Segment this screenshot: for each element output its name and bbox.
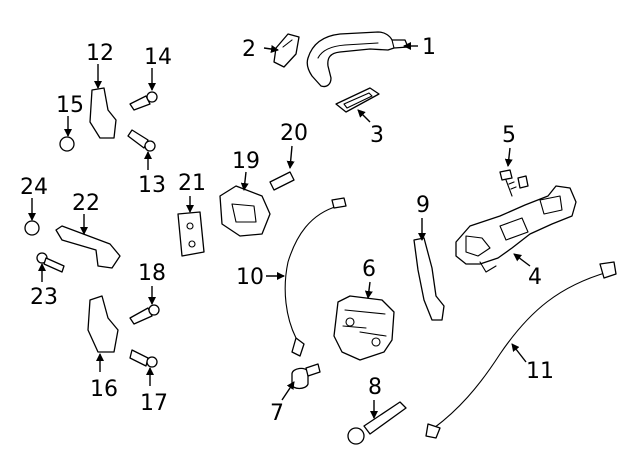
callout-17: 17	[140, 391, 168, 416]
callout-12: 12	[86, 41, 114, 66]
bolt-part-18	[129, 304, 160, 325]
callout-23: 23	[30, 285, 58, 310]
callout-9: 9	[416, 193, 430, 218]
callout-21: 21	[178, 171, 206, 196]
bolt-part-13	[127, 129, 156, 152]
door-latch-part	[333, 295, 395, 361]
hinge-part-12	[89, 87, 117, 139]
handle-gasket-part	[335, 87, 380, 113]
callout-4: 4	[528, 265, 542, 290]
hinge-part-19	[219, 185, 271, 237]
bolt-part-14	[129, 91, 158, 111]
callout-8: 8	[368, 375, 382, 400]
handle-cap-part	[273, 33, 300, 68]
callout-10: 10	[236, 265, 264, 290]
callout-5: 5	[502, 123, 516, 148]
striker-part	[291, 363, 321, 390]
callout-6: 6	[362, 257, 376, 282]
screw-part-20	[269, 171, 295, 191]
callout-14: 14	[144, 45, 172, 70]
outside-handle-part	[306, 31, 409, 88]
callout-19: 19	[232, 149, 260, 174]
callout-labels: 1 2 3 4 5 6 7 8 9 10 11 12 13 14 15 16 1…	[20, 35, 554, 426]
callout-15: 15	[56, 93, 84, 118]
cable-part-11	[425, 261, 617, 439]
callout-3: 3	[370, 123, 384, 148]
bolt-part-8	[347, 401, 407, 445]
callout-18: 18	[138, 261, 166, 286]
callout-24: 24	[20, 175, 48, 200]
callout-7: 7	[270, 401, 284, 426]
bracket-part-9	[413, 237, 445, 321]
screw-part-5	[499, 169, 529, 197]
callout-22: 22	[72, 191, 100, 216]
bolt-part-17	[129, 349, 158, 368]
latch-bracket-part	[455, 185, 577, 273]
callout-20: 20	[280, 121, 308, 146]
callout-11: 11	[526, 359, 554, 384]
nut-part-24	[24, 220, 40, 236]
plate-part-21	[177, 211, 205, 257]
bolt-part-23	[36, 252, 65, 273]
callout-13: 13	[138, 173, 166, 198]
callout-2: 2	[242, 37, 256, 62]
callout-16: 16	[90, 377, 118, 402]
cable-part-10	[284, 197, 347, 357]
nut-part-15	[59, 136, 75, 152]
check-arm-part-22	[55, 225, 121, 269]
leader-lines	[28, 42, 531, 419]
hinge-part-16	[87, 295, 119, 353]
callout-1: 1	[422, 35, 436, 60]
